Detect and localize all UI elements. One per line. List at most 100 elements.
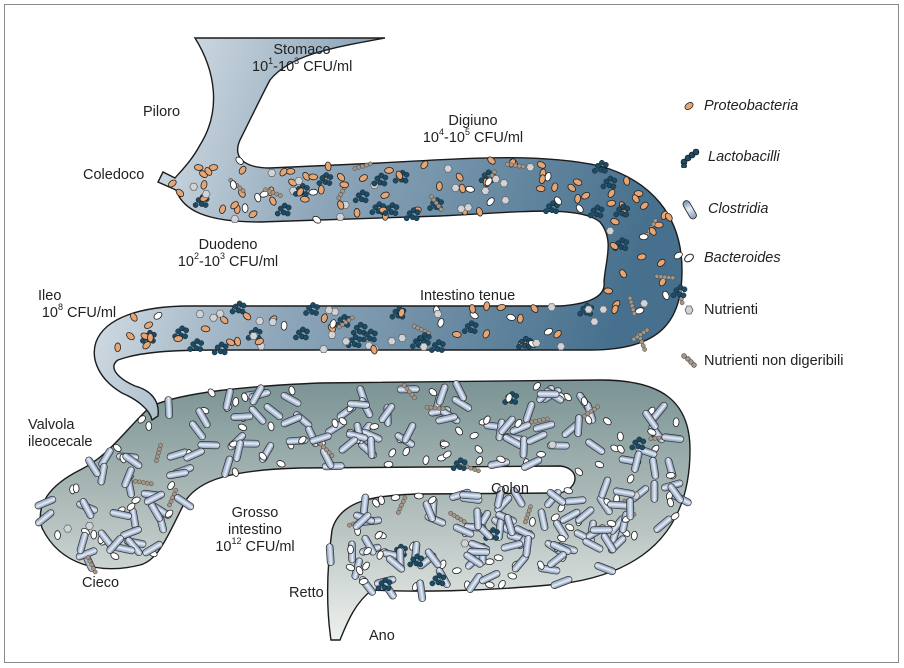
indigestible-particle bbox=[643, 347, 647, 351]
lactobacillus-cell bbox=[356, 343, 361, 348]
proteobacteria-cell bbox=[436, 182, 442, 191]
lactobacillus-cell bbox=[439, 347, 444, 352]
indigestible-particle bbox=[441, 406, 445, 410]
nutrient-particle bbox=[533, 340, 541, 347]
lactobacillus-cell bbox=[393, 178, 398, 183]
bacteroides-cell bbox=[414, 493, 423, 499]
lactobacillus-cell bbox=[451, 466, 456, 471]
clostridia-cell bbox=[474, 508, 482, 530]
lactobacillus-cell bbox=[371, 337, 376, 342]
nutrient-particle bbox=[320, 346, 328, 353]
lactobacillus-cell bbox=[611, 184, 616, 189]
indigestible-particle bbox=[357, 165, 361, 169]
lactobacillus-cell bbox=[328, 174, 333, 179]
indigestible-particle bbox=[167, 503, 171, 507]
clostridia-cell bbox=[326, 543, 335, 565]
lactobacillus-cell bbox=[543, 209, 548, 214]
lactobacillus-cell bbox=[203, 202, 208, 207]
lactobacillus-cell bbox=[303, 335, 308, 340]
indigestible-particle bbox=[653, 436, 657, 440]
nutrient-particle bbox=[420, 343, 428, 350]
lactobacillus-cell bbox=[513, 399, 518, 404]
indigestible-particle bbox=[671, 276, 675, 280]
indigestible-particle bbox=[541, 418, 545, 422]
nutrient-particle bbox=[342, 338, 350, 345]
indigestible-nutrient-icon bbox=[680, 350, 698, 372]
bacteroides-cell bbox=[242, 204, 248, 213]
nutrient-icon bbox=[680, 302, 698, 318]
lactobacillus-cell bbox=[614, 212, 619, 217]
lactobacillus-cell bbox=[429, 347, 434, 352]
lactobacillus-cell bbox=[578, 311, 583, 316]
lactobacillus-cell bbox=[462, 460, 467, 465]
indigestible-particle bbox=[145, 481, 149, 485]
lactobacillus-cell bbox=[598, 213, 603, 218]
lactobacillus-cell bbox=[364, 192, 369, 197]
lactobacillus-cell bbox=[313, 310, 318, 315]
indigestible-particle bbox=[429, 406, 433, 410]
bacteroides-cell bbox=[537, 451, 546, 457]
lactobacillus-cell bbox=[495, 529, 500, 534]
nutrient-particle bbox=[210, 314, 218, 321]
proteobacteria-cell bbox=[354, 208, 360, 217]
indigestible-particle bbox=[533, 419, 537, 423]
lactobacillus-cell bbox=[198, 346, 203, 351]
lactobacillus-cell bbox=[193, 202, 198, 207]
nutrient-particle bbox=[190, 183, 198, 190]
lactobacillus-cell bbox=[624, 240, 629, 245]
lactobacillus-cell bbox=[387, 580, 392, 585]
indigestible-particle bbox=[517, 164, 521, 168]
indigestible-particle bbox=[159, 443, 163, 447]
lactobacillus-cell bbox=[230, 309, 235, 314]
legend-clostridia: Clostridia bbox=[680, 198, 768, 220]
nutrient-particle bbox=[451, 184, 459, 191]
nutrient-particle bbox=[202, 191, 210, 198]
indigestible-particle bbox=[157, 447, 161, 451]
indigestible-particle bbox=[347, 523, 351, 527]
lactobacillus-cell bbox=[624, 212, 629, 217]
lactobacillus-cell bbox=[404, 216, 409, 221]
label-ileo: Ileo 108 CFU/ml bbox=[36, 288, 122, 322]
clostridia-cell bbox=[574, 414, 582, 436]
clostridia-cell bbox=[165, 396, 173, 418]
nutrient-particle bbox=[599, 306, 607, 313]
nutrient-particle bbox=[328, 331, 336, 338]
indigestible-particle bbox=[368, 162, 372, 166]
lactobacillus-cell bbox=[304, 329, 309, 334]
nutrient-particle bbox=[231, 216, 239, 223]
nutrient-particle bbox=[216, 310, 224, 317]
lactobacillus-cell bbox=[303, 310, 308, 315]
lactobacillus-cell bbox=[382, 181, 387, 186]
indigestible-particle bbox=[155, 455, 159, 459]
lactobacillus-cell bbox=[241, 303, 246, 308]
lactobacillus-cell bbox=[353, 198, 358, 203]
bacteroides-cell bbox=[146, 422, 152, 431]
lactobacillus-cell bbox=[390, 314, 395, 319]
lactobacillus-cell bbox=[623, 246, 628, 251]
indigestible-particle bbox=[156, 451, 160, 455]
proteobacteria-cell bbox=[300, 196, 309, 202]
nutrient-particle bbox=[548, 441, 556, 448]
lactobacillus-cell bbox=[599, 207, 604, 212]
nutrient-particle bbox=[269, 318, 277, 325]
nutrient-particle bbox=[464, 204, 472, 211]
legend-nutrienti: Nutrienti bbox=[680, 299, 758, 321]
nutrient-particle bbox=[501, 197, 509, 204]
lactobacillus-cell bbox=[630, 445, 635, 450]
lactobacillus-cell bbox=[419, 556, 424, 561]
nutrient-particle bbox=[481, 187, 489, 194]
lactobacillus-cell bbox=[394, 205, 399, 210]
label-grosso-intestino: Grosso intestino 1012 CFU/ml bbox=[200, 505, 310, 556]
indigestible-particle bbox=[582, 414, 586, 418]
lactobacillus-cell bbox=[415, 210, 420, 215]
bacteroides-cell bbox=[529, 517, 536, 526]
label-colon: Colon bbox=[491, 481, 529, 498]
indigestible-particle bbox=[655, 274, 659, 278]
lactobacillus-cell bbox=[184, 328, 189, 333]
nutrient-particle bbox=[526, 164, 534, 171]
indigestible-particle bbox=[437, 406, 441, 410]
indigestible-particle bbox=[659, 275, 663, 279]
lactobacillus-cell bbox=[671, 293, 676, 298]
lactobacillus-cell bbox=[317, 180, 322, 185]
indigestible-particle bbox=[364, 163, 368, 167]
